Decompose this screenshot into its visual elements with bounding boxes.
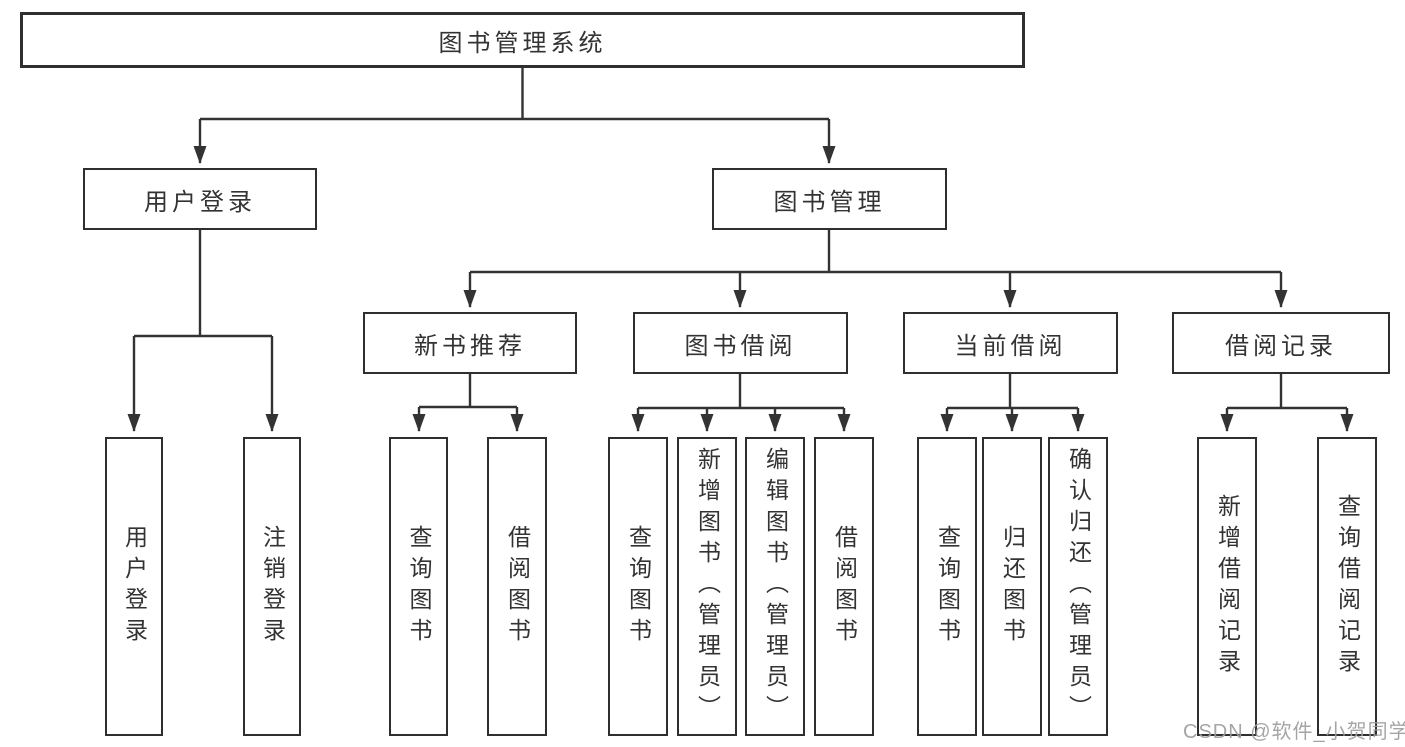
node-library-system: 图书管理系统 [20, 12, 1025, 68]
leaf-label: 注销登录 [259, 524, 286, 649]
connector-book-borrowing [631, 374, 851, 432]
node-new-book-recommend: 新书推荐 [363, 312, 577, 374]
leaf-current-confirm-return-admin: 确认归还（管理员） [1048, 437, 1108, 736]
leaf-newbooks-borrow-books: 借阅图书 [487, 437, 547, 736]
leaf-label: 查询图书 [406, 524, 432, 649]
leaf-label: 查询借阅记录 [1334, 493, 1361, 680]
connector-new-book-recommend [412, 374, 524, 432]
leaf-label: 新增图书（管理员） [694, 447, 721, 726]
node-book-borrowing: 图书借阅 [633, 312, 848, 374]
leaf-logout-login: 注销登录 [243, 437, 301, 736]
connector-borrowing-records [1220, 374, 1354, 432]
connector-book-management [463, 230, 1288, 308]
leaf-current-return-books: 归还图书 [982, 437, 1042, 736]
leaf-label: 归还图书 [999, 524, 1026, 649]
connector-root [193, 68, 836, 164]
node-current-borrowing: 当前借阅 [903, 312, 1118, 374]
leaf-current-query-books: 查询图书 [917, 437, 977, 736]
leaf-label: 用户登录 [121, 524, 148, 649]
leaf-label: 新增借阅记录 [1214, 493, 1241, 680]
leaf-borrow-edit-books-admin: 编辑图书（管理员） [745, 437, 805, 736]
node-book-management: 图书管理 [712, 168, 947, 230]
csdn-watermark: CSDN @软件_小贺同学 [1183, 721, 1405, 743]
leaf-records-query-record: 查询借阅记录 [1317, 437, 1377, 736]
connector-user-login [127, 230, 279, 432]
leaf-label: 查询图书 [625, 524, 652, 649]
node-borrowing-records: 借阅记录 [1172, 312, 1390, 374]
leaf-label: 借阅图书 [504, 524, 531, 649]
leaf-borrow-query-books: 查询图书 [608, 437, 668, 736]
leaf-label: 借阅图书 [831, 524, 858, 649]
leaf-records-add-record: 新增借阅记录 [1197, 437, 1257, 736]
leaf-newbooks-query-books: 查询图书 [389, 437, 448, 736]
node-user-login: 用户登录 [83, 168, 317, 230]
leaf-user-login: 用户登录 [105, 437, 163, 736]
connector-current-borrowing [940, 374, 1085, 432]
leaf-label: 确认归还（管理员） [1065, 447, 1092, 726]
leaf-borrow-add-books-admin: 新增图书（管理员） [677, 437, 737, 736]
leaf-label: 查询图书 [934, 524, 961, 649]
leaf-label: 编辑图书（管理员） [762, 447, 789, 726]
leaf-borrow-borrow-books: 借阅图书 [814, 437, 874, 736]
